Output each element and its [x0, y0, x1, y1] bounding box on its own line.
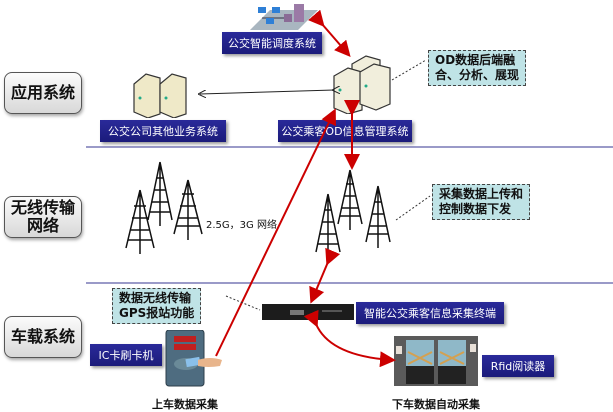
leader-transmission-callout — [225, 295, 261, 311]
boarding-caption: 上车数据采集 — [152, 398, 218, 411]
layer-label-vehicle: 车载系统 — [4, 316, 82, 358]
tower-icon — [125, 161, 203, 254]
leader-upload-callout — [395, 195, 431, 221]
rfid-reader-label: Rfid阅读器 — [482, 355, 554, 377]
arrow-terminal-rfid — [303, 309, 396, 368]
od-management-system-label: 公交乘客OD信息管理系统 — [278, 120, 412, 142]
layer-label-application: 应用系统 — [4, 72, 82, 114]
network-type-text: 2.5G，3G 网络 — [206, 220, 277, 231]
network-computers-icon — [250, 4, 318, 30]
terminal-label: 智能公交乘客信息采集终端 — [356, 302, 504, 324]
cell-tower-group-left — [125, 161, 203, 254]
arrow-dispatch-od — [308, 9, 351, 58]
arrow-od-other — [200, 90, 334, 94]
upload-control-callout: 采集数据上传和 控制数据下发 — [432, 184, 531, 220]
arrow-tower-terminal — [309, 247, 341, 304]
alighting-caption: 下车数据自动采集 — [392, 398, 480, 411]
separator-application-wireless — [86, 146, 613, 148]
passenger-terminal-device — [262, 304, 354, 320]
wireless-label-text: 无线传输 网络 — [10, 198, 75, 235]
tower-icon — [315, 169, 391, 258]
server-icon — [133, 73, 187, 118]
ic-card-reader-icon — [165, 330, 222, 387]
ic-reader-label: IC卡刷卡机 — [90, 344, 162, 366]
cell-tower-group-right — [315, 169, 391, 258]
bus-door-photo — [394, 336, 478, 386]
od-analysis-callout: OD数据后端融 合、分析、展现 — [428, 50, 527, 86]
transmission-gps-callout: 数据无线传输 GPS报站功能 — [112, 288, 202, 324]
leader-od-callout — [391, 59, 427, 81]
server-cluster-icon — [333, 55, 391, 114]
layer-label-wireless: 无线传输 网络 — [4, 196, 82, 238]
dispatch-system-label: 公交智能调度系统 — [222, 32, 322, 54]
separator-wireless-vehicle — [86, 282, 613, 284]
other-business-system-label: 公交公司其他业务系统 — [100, 120, 226, 142]
